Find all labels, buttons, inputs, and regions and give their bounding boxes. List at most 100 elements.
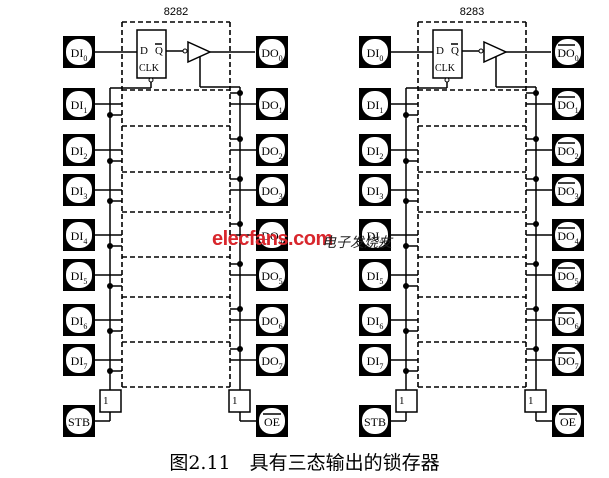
junction-dot (403, 328, 409, 334)
pin-face (259, 347, 285, 373)
pin-do5: DO5 (256, 259, 288, 291)
junction-dot (403, 112, 409, 118)
pin-label: DI4 (367, 229, 384, 246)
pin-label: DO6 (557, 314, 578, 331)
pin-do6: DO6 (552, 304, 584, 336)
pin-face (66, 307, 92, 333)
pin-di0: DI0 (359, 36, 391, 68)
pin-label: DO4 (261, 229, 282, 246)
junction-dot (107, 328, 113, 334)
clk-bubble (148, 77, 154, 83)
pin-face (362, 91, 388, 117)
junction-dot (533, 306, 539, 312)
pin-do2: DO2 (256, 134, 288, 166)
pin-label: DO0 (261, 46, 282, 63)
pin-face (362, 222, 388, 248)
pin-label: OE (264, 415, 280, 429)
junction-dot (533, 346, 539, 352)
pin-face (362, 39, 388, 65)
ff-d-label: D (140, 45, 148, 57)
junction-dot (107, 198, 113, 204)
pin-face (66, 408, 92, 434)
pin-do0: DO0 (256, 36, 288, 68)
pin-di1: DI1 (63, 88, 95, 120)
pin-label: DO2 (557, 144, 578, 161)
pin-face (259, 39, 285, 65)
pin-label: DO7 (557, 354, 578, 371)
junction-dot (237, 346, 243, 352)
ff-clk-label: CLK (139, 63, 160, 74)
pin-label: DI0 (71, 46, 88, 63)
pin-label: DO1 (557, 98, 578, 115)
pin-face (362, 262, 388, 288)
pin-label: DI2 (367, 144, 384, 161)
junction-dot (237, 221, 243, 227)
junction-dot (533, 176, 539, 182)
pin-face (362, 177, 388, 203)
pin-do7: DO7 (552, 344, 584, 376)
pin-do3: DO3 (256, 174, 288, 206)
gate-label: 1 (232, 395, 238, 407)
junction-dot (403, 243, 409, 249)
pin-di5: DI5 (359, 259, 391, 291)
pin-label: DO5 (557, 269, 578, 286)
pin-face (66, 91, 92, 117)
watermark-text: 电子发烧友 (322, 236, 392, 251)
pin-face (66, 347, 92, 373)
pin-label: DI3 (71, 184, 88, 201)
output-buffer (187, 40, 212, 64)
pin-label: DI7 (367, 354, 384, 371)
chip-label: 8283 (460, 6, 484, 18)
pin-label: DI6 (367, 314, 384, 331)
ff-d-label: D (436, 45, 444, 57)
gate-label: 1 (528, 395, 534, 407)
pin-do1: DO1 (256, 88, 288, 120)
pin-face (66, 39, 92, 65)
pin-label: DO3 (261, 184, 282, 201)
pin-di7: DI7 (359, 344, 391, 376)
junction-dot (237, 90, 243, 96)
ff-clk-label: CLK (435, 63, 456, 74)
junction-dot (107, 158, 113, 164)
flip-flop (136, 29, 167, 79)
pin-do6: DO6 (256, 304, 288, 336)
pin-label: DO3 (557, 184, 578, 201)
pin-label: STB (364, 415, 386, 429)
pin-oe: OE (256, 405, 288, 437)
pin-face (362, 137, 388, 163)
junction-dot (107, 368, 113, 374)
junction-dot (403, 198, 409, 204)
chip-label: 8282 (164, 6, 188, 18)
pin-face (66, 262, 92, 288)
pin-di4: DI4 (359, 219, 391, 251)
pin-di2: DI2 (63, 134, 95, 166)
junction-dot (237, 306, 243, 312)
pin-di1: DI1 (359, 88, 391, 120)
junction-dot (403, 283, 409, 289)
junction-dot (237, 261, 243, 267)
pin-stb: STB (63, 405, 95, 437)
gate-label: 1 (399, 395, 405, 407)
pin-face (259, 222, 285, 248)
watermark-logo: elecfans.com (212, 228, 333, 250)
pin-face (362, 347, 388, 373)
pin-label: DO6 (261, 314, 282, 331)
junction-dot (533, 90, 539, 96)
ff-q-label: Q (155, 45, 163, 57)
junction-dot (107, 243, 113, 249)
pin-label: DI5 (71, 269, 88, 286)
pin-do4: DO4 (552, 219, 584, 251)
pin-face (362, 408, 388, 434)
pin-face (259, 91, 285, 117)
pin-label: DI2 (71, 144, 88, 161)
junction-dot (237, 176, 243, 182)
junction-dot (403, 368, 409, 374)
pin-do0: DO0 (552, 36, 584, 68)
pin-label: DI7 (71, 354, 88, 371)
junction-dot (403, 158, 409, 164)
pin-di6: DI6 (359, 304, 391, 336)
ff-q-label: Q (451, 45, 459, 57)
pin-label: DO0 (557, 46, 578, 63)
pin-label: DI5 (367, 269, 384, 286)
